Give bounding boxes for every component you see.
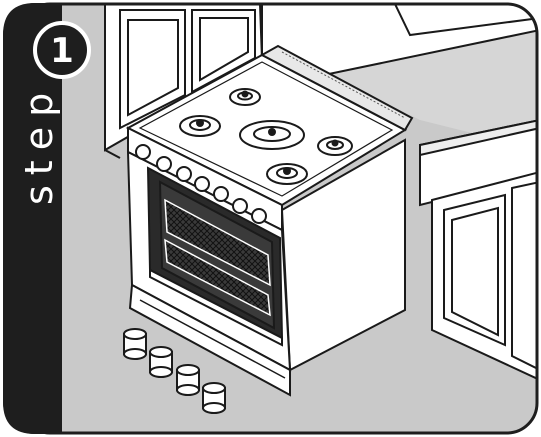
scene (20, 4, 537, 433)
knob-2-icon (156, 156, 172, 172)
knob-7-icon (251, 208, 267, 224)
burner-back-right (317, 136, 353, 156)
control-knobs (135, 144, 267, 224)
oven-rack-lower (164, 238, 271, 317)
burner-back-left (229, 88, 261, 106)
knob-5-icon (213, 186, 229, 202)
step-sidebar (3, 3, 62, 434)
knob-1-icon (135, 144, 151, 160)
back-counter (261, 4, 537, 82)
leveling-leg-1-icon (123, 328, 147, 360)
leveling-leg-4-icon (202, 382, 226, 414)
oven-rack-upper (164, 198, 271, 287)
stove (125, 44, 414, 397)
kick-plate (128, 283, 291, 397)
back-rail (259, 44, 414, 132)
knob-3-icon (176, 166, 192, 182)
left-cabinets (104, 4, 264, 159)
leveling-leg-2-icon (149, 346, 173, 378)
right-cabinets (419, 118, 537, 382)
burner-front-right (266, 163, 308, 185)
step-number-badge (33, 21, 91, 79)
step-label: step (17, 83, 61, 205)
leveling-legs (123, 328, 226, 414)
burner-center-oval (239, 120, 305, 150)
knob-4-icon (194, 176, 210, 192)
burner-front-left (179, 115, 221, 137)
step-number: 1 (50, 31, 74, 71)
knob-6-icon (232, 198, 248, 214)
leveling-leg-3-icon (176, 364, 200, 396)
